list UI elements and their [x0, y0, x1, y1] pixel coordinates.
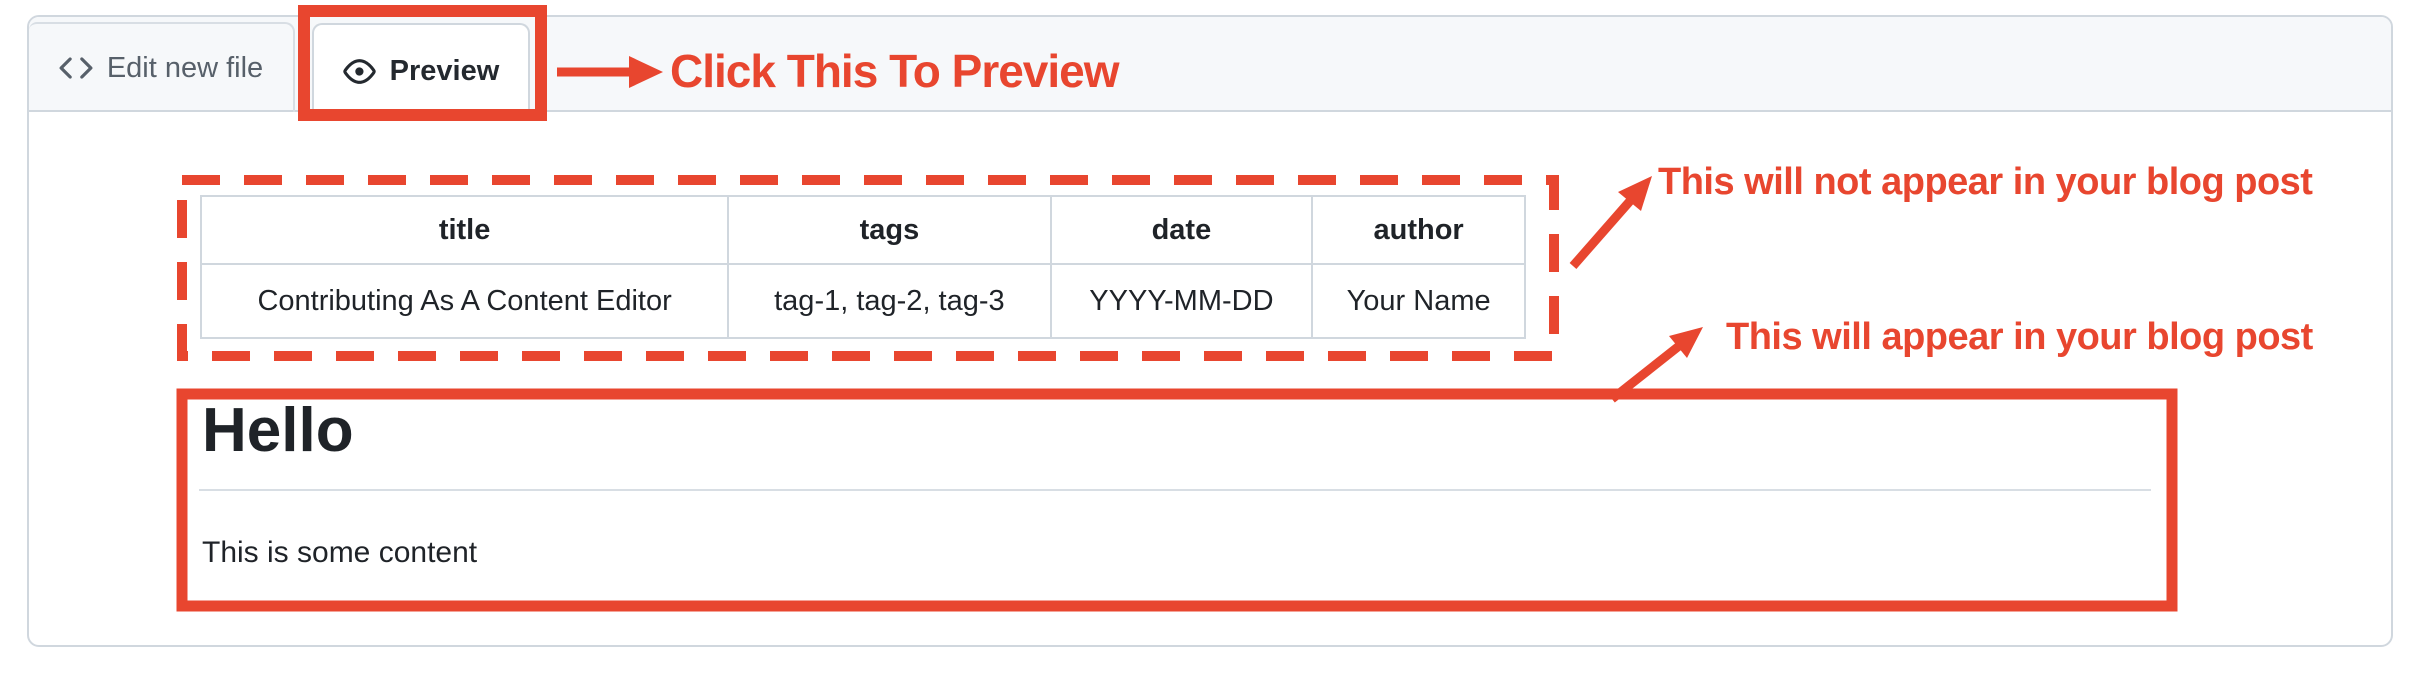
column-header-author: author — [1311, 195, 1526, 265]
tab-edit-label: Edit new file — [106, 51, 264, 84]
annotation-click-to-preview: Click This To Preview — [670, 45, 1120, 97]
heading-divider — [199, 489, 2151, 491]
cell-date: YYYY-MM-DD — [1049, 263, 1314, 339]
cell-title: Contributing As A Content Editor — [199, 263, 730, 339]
column-header-date: date — [1049, 195, 1314, 265]
table-header-row: title tags date author — [199, 195, 1526, 265]
preview-paragraph: This is some content — [202, 536, 478, 569]
code-icon — [59, 51, 93, 85]
tab-edit-new-file[interactable]: Edit new file — [29, 22, 295, 112]
tab-preview[interactable]: Preview — [312, 23, 530, 117]
frontmatter-table: title tags date author Contributing As A… — [199, 195, 1526, 339]
tab-preview-label: Preview — [389, 54, 500, 87]
annotation-will-appear: This will appear in your blog post — [1726, 316, 2313, 358]
cell-author: Your Name — [1311, 263, 1526, 339]
table-row: Contributing As A Content Editor tag-1, … — [199, 263, 1526, 339]
preview-heading: Hello — [202, 396, 354, 465]
column-header-tags: tags — [727, 195, 1052, 265]
cell-tags: tag-1, tag-2, tag-3 — [727, 263, 1052, 339]
annotation-will-not-appear: This will not appear in your blog post — [1658, 161, 2313, 203]
column-header-title: title — [199, 195, 730, 265]
eye-icon — [342, 55, 376, 88]
